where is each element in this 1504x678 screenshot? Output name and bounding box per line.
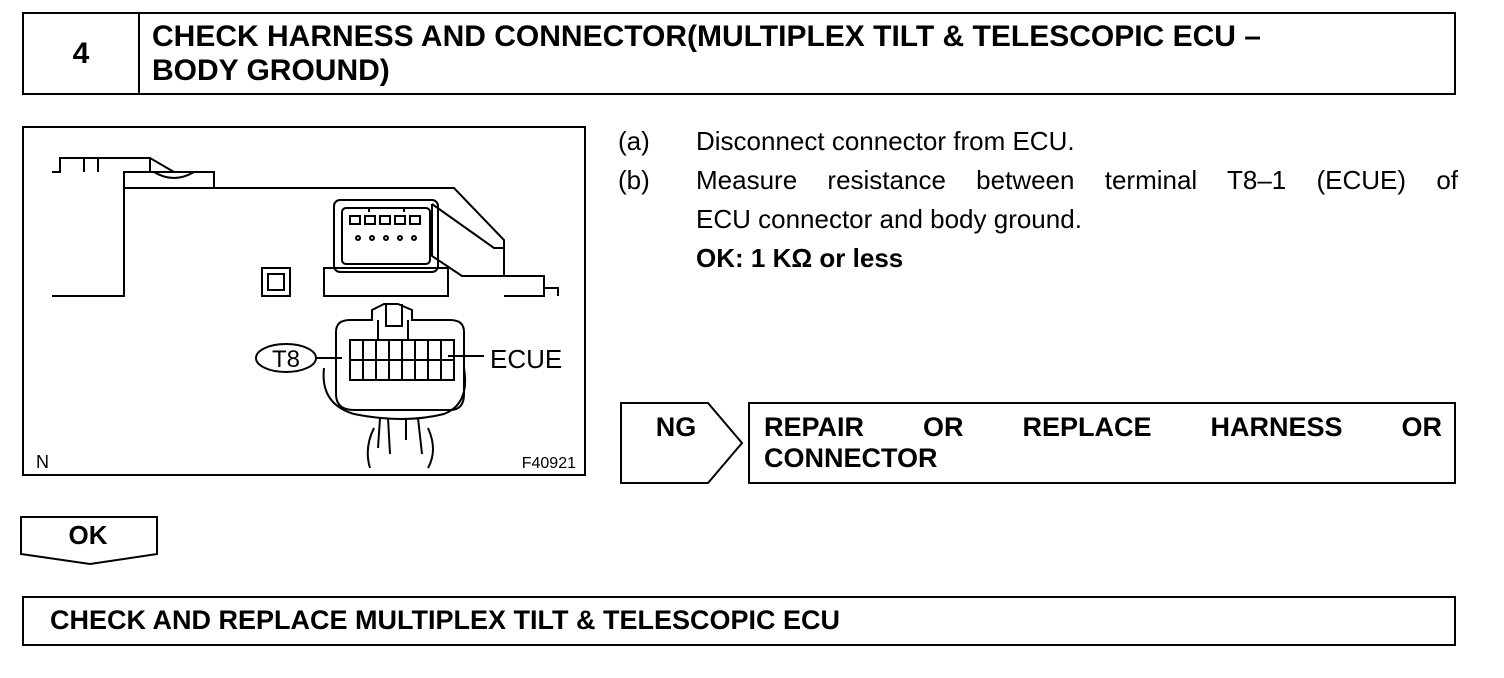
ecu-mount-curve <box>153 171 195 179</box>
step-header: 4 CHECK HARNESS AND CONNECTOR(MULTIPLEX … <box>22 12 1456 95</box>
ng-word: REPAIR <box>764 412 865 442</box>
step-title-line2: BODY GROUND) <box>152 54 390 87</box>
instruction-b: (b) Measure resistance between terminal … <box>618 161 1458 239</box>
harness-loop <box>322 367 466 420</box>
step-number: 4 <box>24 14 140 93</box>
figure-corner-label: N <box>36 452 49 472</box>
ng-result-line1: REPAIR OR REPLACE HARNESS OR <box>764 412 1442 443</box>
ng-word: OR <box>923 412 964 442</box>
ok-label: OK <box>68 520 108 550</box>
ecu-body-outline <box>52 187 545 297</box>
harness-wires <box>377 417 423 455</box>
figure-code: F40921 <box>522 455 576 472</box>
ok-arrow-box <box>20 516 158 566</box>
instruction-text: Measure resistance between terminal T8–1… <box>696 165 1458 195</box>
ng-result-box: REPAIR OR REPLACE HARNESS OR CONNECTOR <box>748 402 1456 484</box>
instructions: (a) Disconnect connector from ECU. (b) M… <box>618 122 1458 278</box>
ecu-socket <box>333 199 439 273</box>
instruction-letter: (b) <box>618 165 650 195</box>
step-title-line1: CHECK HARNESS AND CONNECTOR(MULTIPLEX TI… <box>152 20 1261 53</box>
ng-word: OR <box>1401 412 1443 442</box>
ng-label: NG <box>655 412 697 442</box>
step-title: CHECK HARNESS AND CONNECTOR(MULTIPLEX TI… <box>140 14 1454 93</box>
instruction-letter: (a) <box>618 126 650 156</box>
instruction-text-cont: ECU connector and body ground. <box>696 204 1082 234</box>
terminal-label: ECUE <box>490 344 562 374</box>
instruction-text: Disconnect connector from ECU. <box>696 126 1075 156</box>
final-action: CHECK AND REPLACE MULTIPLEX TILT & TELES… <box>22 596 1456 646</box>
connector-id-label: T8 <box>272 346 300 373</box>
ok-specification: OK: 1 KΩ or less <box>696 243 904 273</box>
ecu-illustration: T8 ECUE N F40921 <box>36 157 576 472</box>
ng-word: HARNESS <box>1210 412 1343 442</box>
harness-connector <box>335 303 465 411</box>
instruction-a: (a) Disconnect connector from ECU. <box>618 122 1458 161</box>
ecu-connector-figure: T8 ECUE N F40921 <box>22 126 586 476</box>
ecu-small-tab <box>261 267 291 297</box>
ng-arrow-box <box>620 402 744 484</box>
ng-word: REPLACE <box>1022 412 1152 442</box>
ng-result-line2: CONNECTOR <box>764 443 938 473</box>
